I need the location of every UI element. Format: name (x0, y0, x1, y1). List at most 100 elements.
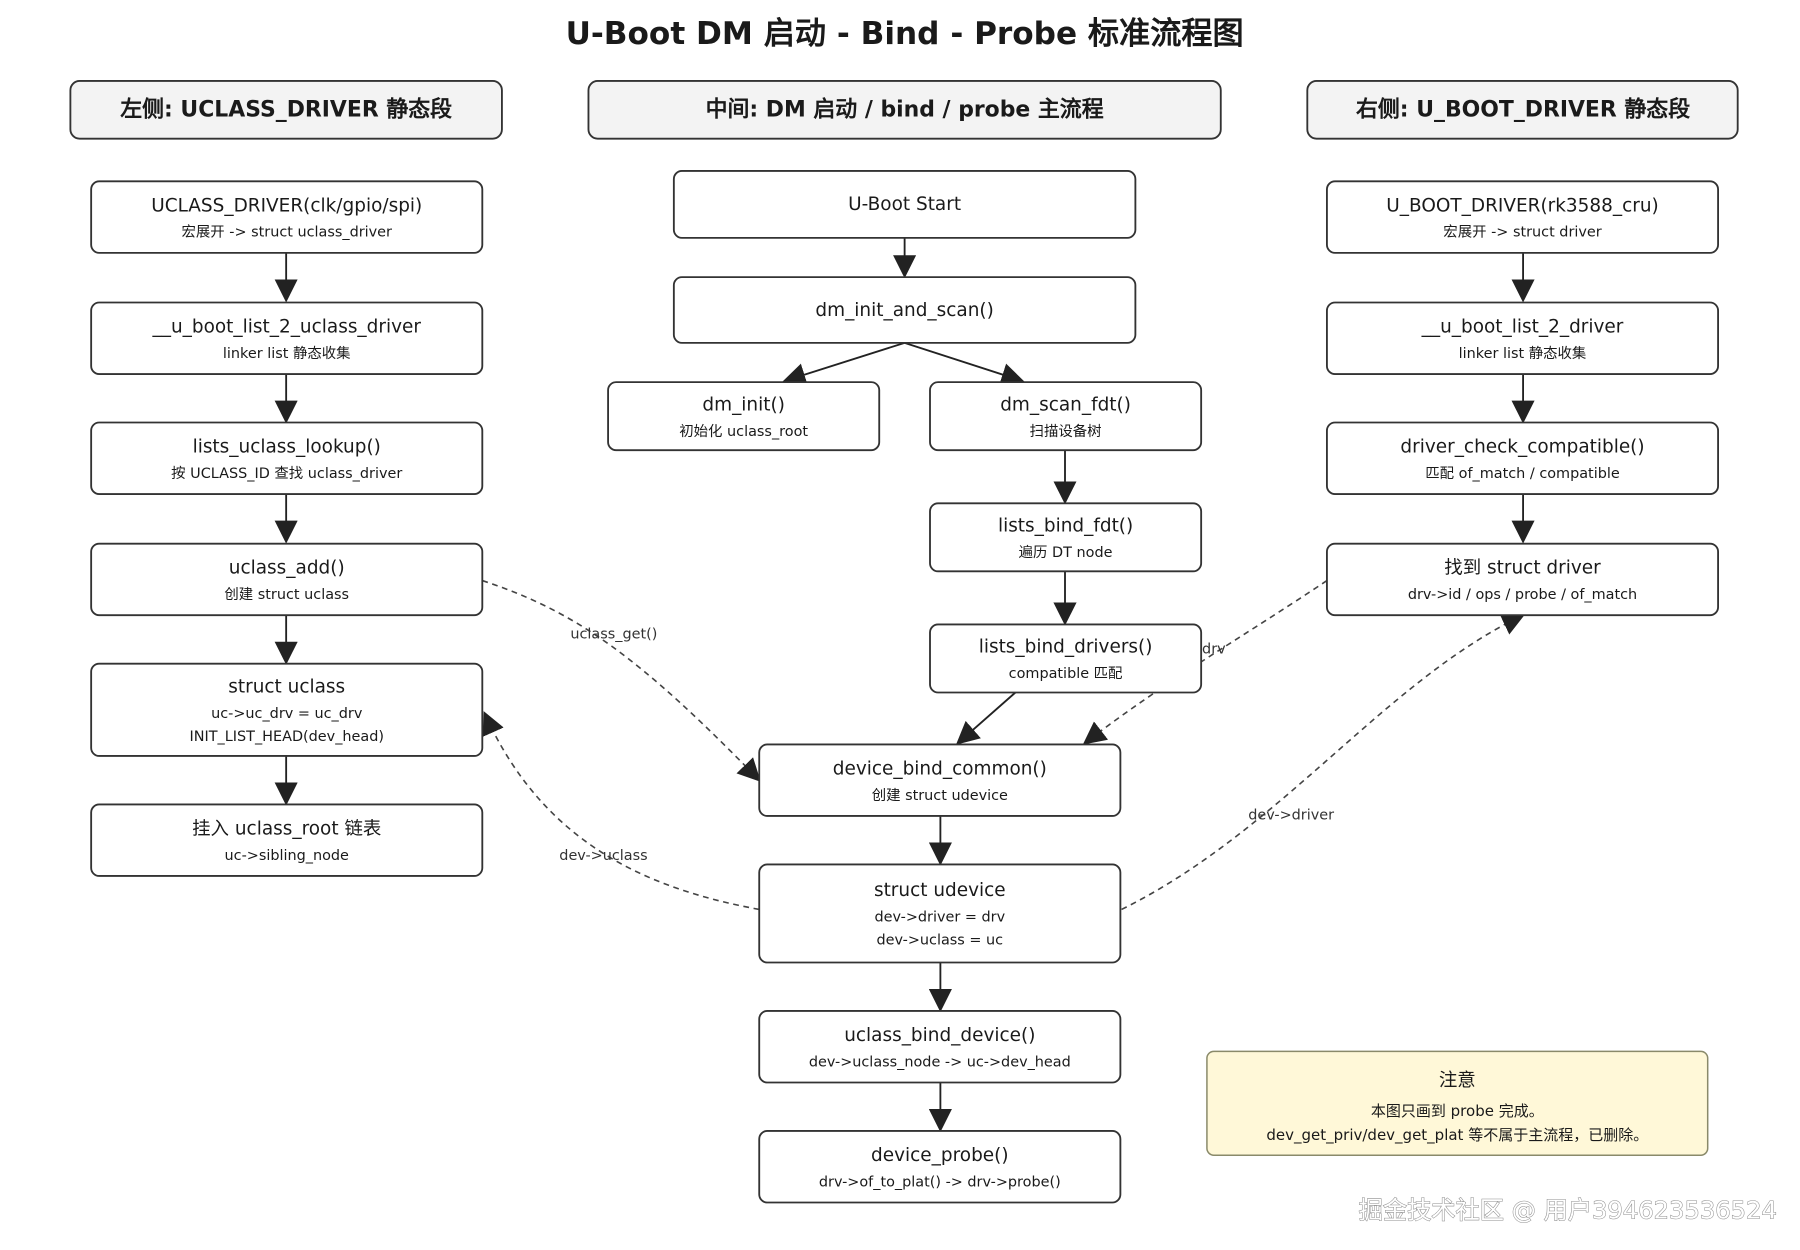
node-title: device_probe() (871, 1145, 1009, 1166)
node-subtitle: dev->uclass = uc (877, 933, 1004, 949)
note-box: 注意 本图只画到 probe 完成。 dev_get_priv/dev_get_… (1206, 1050, 1709, 1156)
diagram-title: U-Boot DM 启动 - Bind - Probe 标准流程图 (566, 16, 1244, 52)
node-subtitle: uc->uc_drv = uc_drv (211, 706, 363, 722)
edge-label-dev-uclass: dev->uclass (559, 848, 647, 864)
node-title: dm_init_and_scan() (815, 300, 993, 321)
node-subtitle: linker list 静态收集 (1459, 345, 1587, 362)
node-box (672, 170, 1137, 239)
edge-label-drv: drv (1202, 641, 1226, 657)
node-subtitle: drv->of_to_plat() -> drv->probe() (819, 1174, 1061, 1190)
node-box (758, 743, 1122, 817)
node-box (758, 863, 1122, 964)
node-title: dm_scan_fdt() (1000, 394, 1131, 415)
node-title: struct uclass (228, 676, 345, 697)
edge-bind-drivers-to-bind-common (955, 691, 1016, 745)
note-line-1: 本图只画到 probe 完成。 (1371, 1102, 1544, 1120)
node-title: lists_bind_fdt() (998, 516, 1133, 537)
node-box (90, 421, 484, 495)
node-box (1325, 301, 1719, 375)
node-title: U-Boot Start (848, 194, 961, 215)
node-box (90, 542, 484, 617)
node-dm-init-and-scan: dm_init_and_scan() (672, 276, 1137, 344)
node-subtitle: 创建 struct udevice (872, 787, 1008, 804)
node-title: driver_check_compatible() (1400, 437, 1644, 458)
edge-uclass-get-dashed (482, 579, 761, 782)
edge-init-and-scan-to-dm-init (782, 342, 905, 386)
node-found-struct-driver: 找到 struct driver drv->id / ops / probe / … (1325, 542, 1719, 617)
dashed-edges (482, 579, 1526, 911)
header-right: 右侧: U_BOOT_DRIVER 静态段 (1306, 80, 1739, 140)
node-box (1325, 180, 1719, 254)
node-lists-uclass-lookup: lists_uclass_lookup() 按 UCLASS_ID 查找 ucla… (90, 421, 484, 495)
node-title: 挂入 uclass_root 链表 (192, 818, 381, 839)
flow-nodes: UCLASS_DRIVER(clk/gpio/spi) 宏展开 -> struct… (90, 170, 1719, 1204)
node-box (672, 276, 1137, 344)
node-box (90, 180, 484, 254)
node-box (90, 662, 484, 757)
header-middle-label: 中间: DM 启动 / bind / probe 主流程 (706, 97, 1104, 123)
node-box (929, 381, 1203, 452)
node-subtitle: drv->id / ops / probe / of_match (1408, 587, 1637, 603)
edge-dev-uclass-dashed (482, 711, 760, 911)
node-box (607, 381, 881, 452)
node-title: UCLASS_DRIVER(clk/gpio/spi) (151, 195, 422, 216)
solid-edges (274, 237, 1535, 1133)
node-uclass-root-insert: 挂入 uclass_root 链表 uc->sibling_node (90, 803, 484, 877)
node-subtitle: compatible 匹配 (1009, 665, 1123, 682)
node-box (90, 301, 484, 375)
node-title: __u_boot_list_2_uclass_driver (152, 317, 422, 338)
node-title: 找到 struct driver (1444, 558, 1601, 579)
node-uboot-start: U-Boot Start (672, 170, 1137, 239)
node-struct-uclass: struct uclass uc->uc_drv = uc_drvINIT_LIS… (90, 662, 484, 757)
node-lists-bind-fdt: lists_bind_fdt()遍历 DT node (929, 502, 1203, 573)
node-box (1325, 421, 1719, 495)
node-device-bind-common: device_bind_common() 创建 struct udevice (758, 743, 1122, 817)
edge-label-uclass-get: uclass_get() (570, 626, 657, 642)
node-subtitle: linker list 静态收集 (223, 345, 351, 362)
node-title: __u_boot_list_2_driver (1421, 317, 1624, 338)
node-box (758, 1130, 1122, 1204)
node-lists-bind-drivers: lists_bind_drivers() compatible 匹配 (929, 623, 1203, 694)
node-subtitle: dev->driver = drv (874, 910, 1005, 926)
node-box (1325, 542, 1719, 617)
node-box (929, 502, 1203, 573)
node-box (90, 803, 484, 877)
node-title: struct udevice (874, 880, 1006, 901)
note-line-2: dev_get_priv/dev_get_plat 等不属于主流程，已删除。 (1266, 1126, 1648, 1145)
node-device-probe: device_probe() drv->of_to_plat() -> drv->… (758, 1130, 1122, 1204)
node-subtitle: 创建 struct uclass (224, 586, 349, 603)
node-subtitle: 匹配 of_match / compatible (1425, 465, 1620, 482)
node-subtitle: 初始化 uclass_root (679, 423, 808, 440)
header-left: 左侧: UCLASS_DRIVER 静态段 (69, 80, 503, 140)
node-subtitle: 宏展开 -> struct driver (1443, 224, 1601, 241)
header-right-label: 右侧: U_BOOT_DRIVER 静态段 (1356, 97, 1690, 123)
node-box (929, 623, 1203, 694)
node-title: device_bind_common() (833, 758, 1047, 779)
node-struct-udevice: struct udevice dev->driver = drv dev->ucla… (758, 863, 1122, 964)
node-subtitle: 按 UCLASS_ID 查找 uclass_driver (171, 465, 402, 482)
node-title: lists_uclass_lookup() (193, 437, 381, 458)
node-title: lists_bind_drivers() (979, 637, 1153, 658)
watermark: 掘金技术社区 @ 用户394623536524 (1359, 1197, 1777, 1225)
node-subtitle: dev->uclass_node -> uc->dev_head (809, 1054, 1071, 1070)
node-title: U_BOOT_DRIVER(rk3588_cru) (1386, 195, 1658, 216)
note-title: 注意 (1439, 1070, 1476, 1091)
node-title: uclass_add() (229, 558, 345, 579)
header-middle: 中间: DM 启动 / bind / probe 主流程 (587, 80, 1222, 140)
edge-label-dev-driver: dev->driver (1248, 807, 1334, 823)
node-subtitle: INIT_LIST_HEAD(dev_head) (189, 729, 384, 745)
node-title: dm_init() (702, 394, 785, 415)
node-u-boot-driver-macro: U_BOOT_DRIVER(rk3588_cru) 宏展开 -> struct d… (1325, 180, 1719, 254)
edge-init-and-scan-to-dm-scan-fdt (904, 342, 1025, 386)
node-title: uclass_bind_device() (844, 1025, 1035, 1046)
node-subtitle: 扫描设备树 (1030, 423, 1102, 440)
node-uclass-add: uclass_add() 创建 struct uclass (90, 542, 484, 617)
node-uclass-bind-device: uclass_bind_device() dev->uclass_node -> … (758, 1010, 1122, 1084)
node-dm-init: dm_init() 初始化 uclass_root (607, 381, 881, 452)
node-subtitle: 宏展开 -> struct uclass_driver (181, 224, 392, 241)
node-subtitle: uc->sibling_node (225, 848, 350, 864)
header-left-label: 左侧: UCLASS_DRIVER 静态段 (120, 97, 452, 123)
